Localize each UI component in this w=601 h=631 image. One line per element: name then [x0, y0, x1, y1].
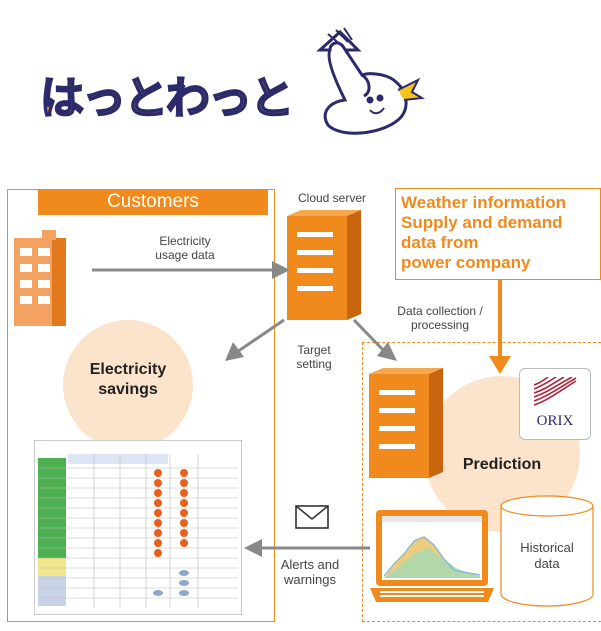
- electricity-usage-label: Electricity usage data: [130, 234, 240, 262]
- weather-line3: data from: [401, 233, 479, 252]
- historical-data-label: Historical data: [499, 540, 595, 572]
- arrow-target-shaft: [236, 318, 285, 354]
- alerts-line1: Alerts and: [280, 557, 340, 572]
- data-collection-label: Data collection / processing: [380, 304, 500, 332]
- arrow-target-head: [225, 342, 244, 361]
- savings-line2: savings: [98, 381, 158, 398]
- arrow-usage-head: [272, 261, 290, 279]
- arrow-collect-head: [377, 342, 397, 361]
- prediction-server-icon: [369, 368, 443, 478]
- weather-line2: Supply and demand: [401, 213, 563, 232]
- thumbs-up-mascot-icon: [316, 27, 425, 135]
- arrow-alert-head: [244, 539, 262, 557]
- orix-text: ORIX: [536, 413, 574, 429]
- spreadsheet-report: [34, 440, 242, 615]
- target-setting-label: Target setting: [278, 343, 350, 371]
- cloud-server-icon: [287, 210, 361, 320]
- weather-info-text: Weather information Supply and demand da…: [401, 193, 601, 273]
- historical-line1: Historical: [520, 540, 574, 555]
- electricity-usage-line1: Electricity: [159, 234, 211, 248]
- target-line1: Target: [297, 343, 331, 357]
- orix-logo: ORIX: [519, 368, 591, 440]
- arrow-weather-head: [489, 356, 511, 374]
- weather-line1: Weather information: [401, 193, 566, 212]
- alerts-line2: warnings: [283, 572, 337, 587]
- weather-line4: power company: [401, 253, 531, 272]
- logo: はっとわっと: [0, 20, 601, 140]
- orix-wave-icon: [533, 377, 577, 406]
- data-collection-line2: processing: [410, 318, 470, 332]
- prediction-label: Prediction: [462, 456, 542, 473]
- envelope-icon: [295, 505, 329, 529]
- savings-circle: [63, 320, 193, 450]
- savings-label: Electricity savings: [63, 360, 193, 400]
- customers-header: [38, 189, 268, 215]
- data-collection-line1: Data collection /: [397, 304, 483, 318]
- prediction-panel: [362, 342, 601, 622]
- electricity-usage-line2: usage data: [155, 248, 215, 262]
- logo-text: はっとわっと: [39, 72, 295, 125]
- arrow-collect-shaft: [352, 318, 387, 354]
- customers-title: Customers: [107, 191, 199, 212]
- historical-data-cylinder: [500, 495, 594, 607]
- target-line2: setting: [296, 357, 332, 371]
- savings-line1: Electricity: [89, 361, 167, 378]
- alerts-label: Alerts and warnings: [270, 557, 350, 587]
- laptop-icon: [370, 510, 494, 602]
- building-icon: [14, 230, 66, 326]
- historical-line2: data: [534, 556, 560, 571]
- cloud-server-label: Cloud server: [297, 191, 367, 205]
